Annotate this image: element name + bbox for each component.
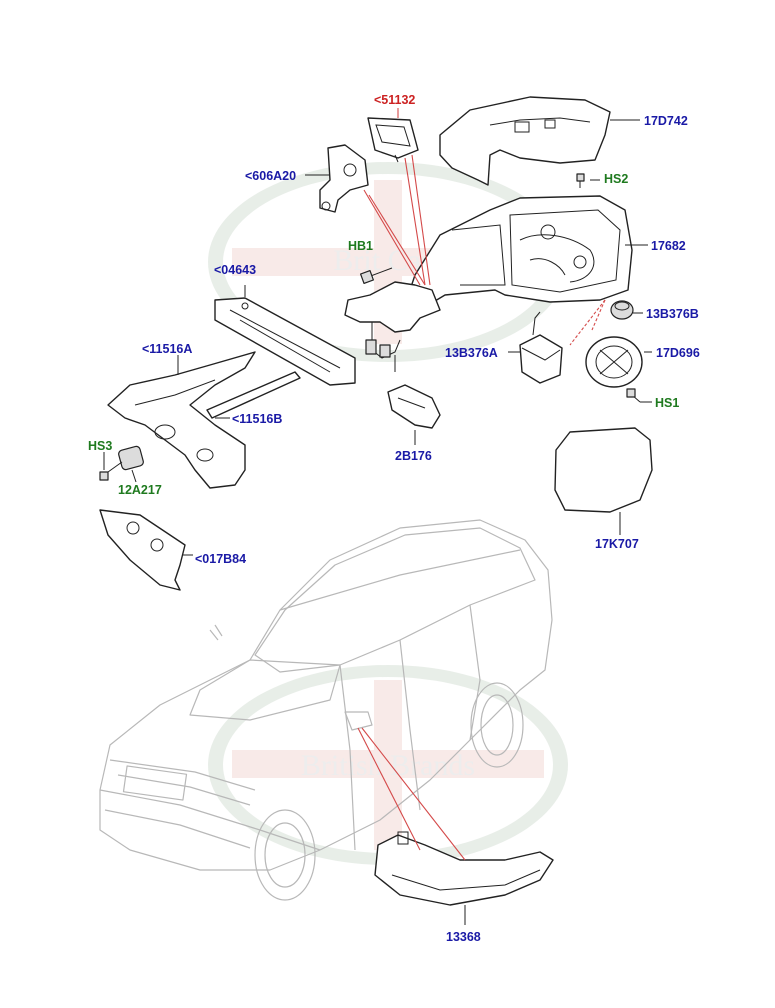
part-13B376B-unit xyxy=(610,300,634,320)
part-HB1-bolt xyxy=(359,267,393,285)
part-11516A-gasket xyxy=(107,351,256,489)
watermark-bottom: British Brands xyxy=(208,665,568,865)
part-harness-arm xyxy=(344,281,441,372)
callout-HS1: HS1 xyxy=(655,396,679,410)
part-13B376A-module xyxy=(519,334,563,384)
callout-17682: 17682 xyxy=(651,239,686,253)
watermark-text-bottom: British Brands xyxy=(301,749,475,782)
callout-606A20: <606A20 xyxy=(245,169,296,183)
callout-HS3: HS3 xyxy=(88,439,112,453)
callout-017B84: <017B84 xyxy=(195,552,246,566)
part-17K707-mirror-glass xyxy=(554,427,653,513)
callout-17D696: 17D696 xyxy=(656,346,700,360)
callout-11516B: <11516B xyxy=(232,412,282,426)
part-11516B-strip xyxy=(206,371,301,419)
part-2B176-lamp xyxy=(387,384,441,429)
part-17D696-motor xyxy=(585,336,643,388)
part-HS1-screw xyxy=(626,388,641,403)
part-17D742-mirror-cap xyxy=(439,96,611,186)
watermark-top: Brit Cars xyxy=(208,162,568,362)
leader-lines xyxy=(103,108,652,925)
callout-13368: 13368 xyxy=(446,930,481,944)
callout-HB1: HB1 xyxy=(348,239,373,253)
part-12A217-grommet xyxy=(99,445,144,481)
part-606A20-bracket xyxy=(319,144,369,213)
callout-HS2: HS2 xyxy=(604,172,628,186)
part-13368-repeater xyxy=(374,831,554,906)
callout-51132: <51132 xyxy=(374,93,415,107)
callout-labels: <51132 17D742 <606A20 HS2 HB1 17682 <046… xyxy=(88,93,700,944)
part-04643-plate xyxy=(214,297,356,386)
callout-17K707: 17K707 xyxy=(595,537,639,551)
callout-17D742: 17D742 xyxy=(644,114,688,128)
vehicle-outline xyxy=(99,519,553,901)
callout-13B376A: 13B376A xyxy=(445,346,498,360)
part-51132-camera xyxy=(367,117,419,163)
callout-04643: <04643 xyxy=(214,263,256,277)
callout-11516A: <11516A xyxy=(142,342,192,356)
callout-13B376B: 13B376B xyxy=(646,307,699,321)
part-017B84-trim xyxy=(99,509,186,591)
callout-2B176: 2B176 xyxy=(395,449,432,463)
callout-12A217: 12A217 xyxy=(118,483,162,497)
part-HS2-screw xyxy=(576,173,585,188)
